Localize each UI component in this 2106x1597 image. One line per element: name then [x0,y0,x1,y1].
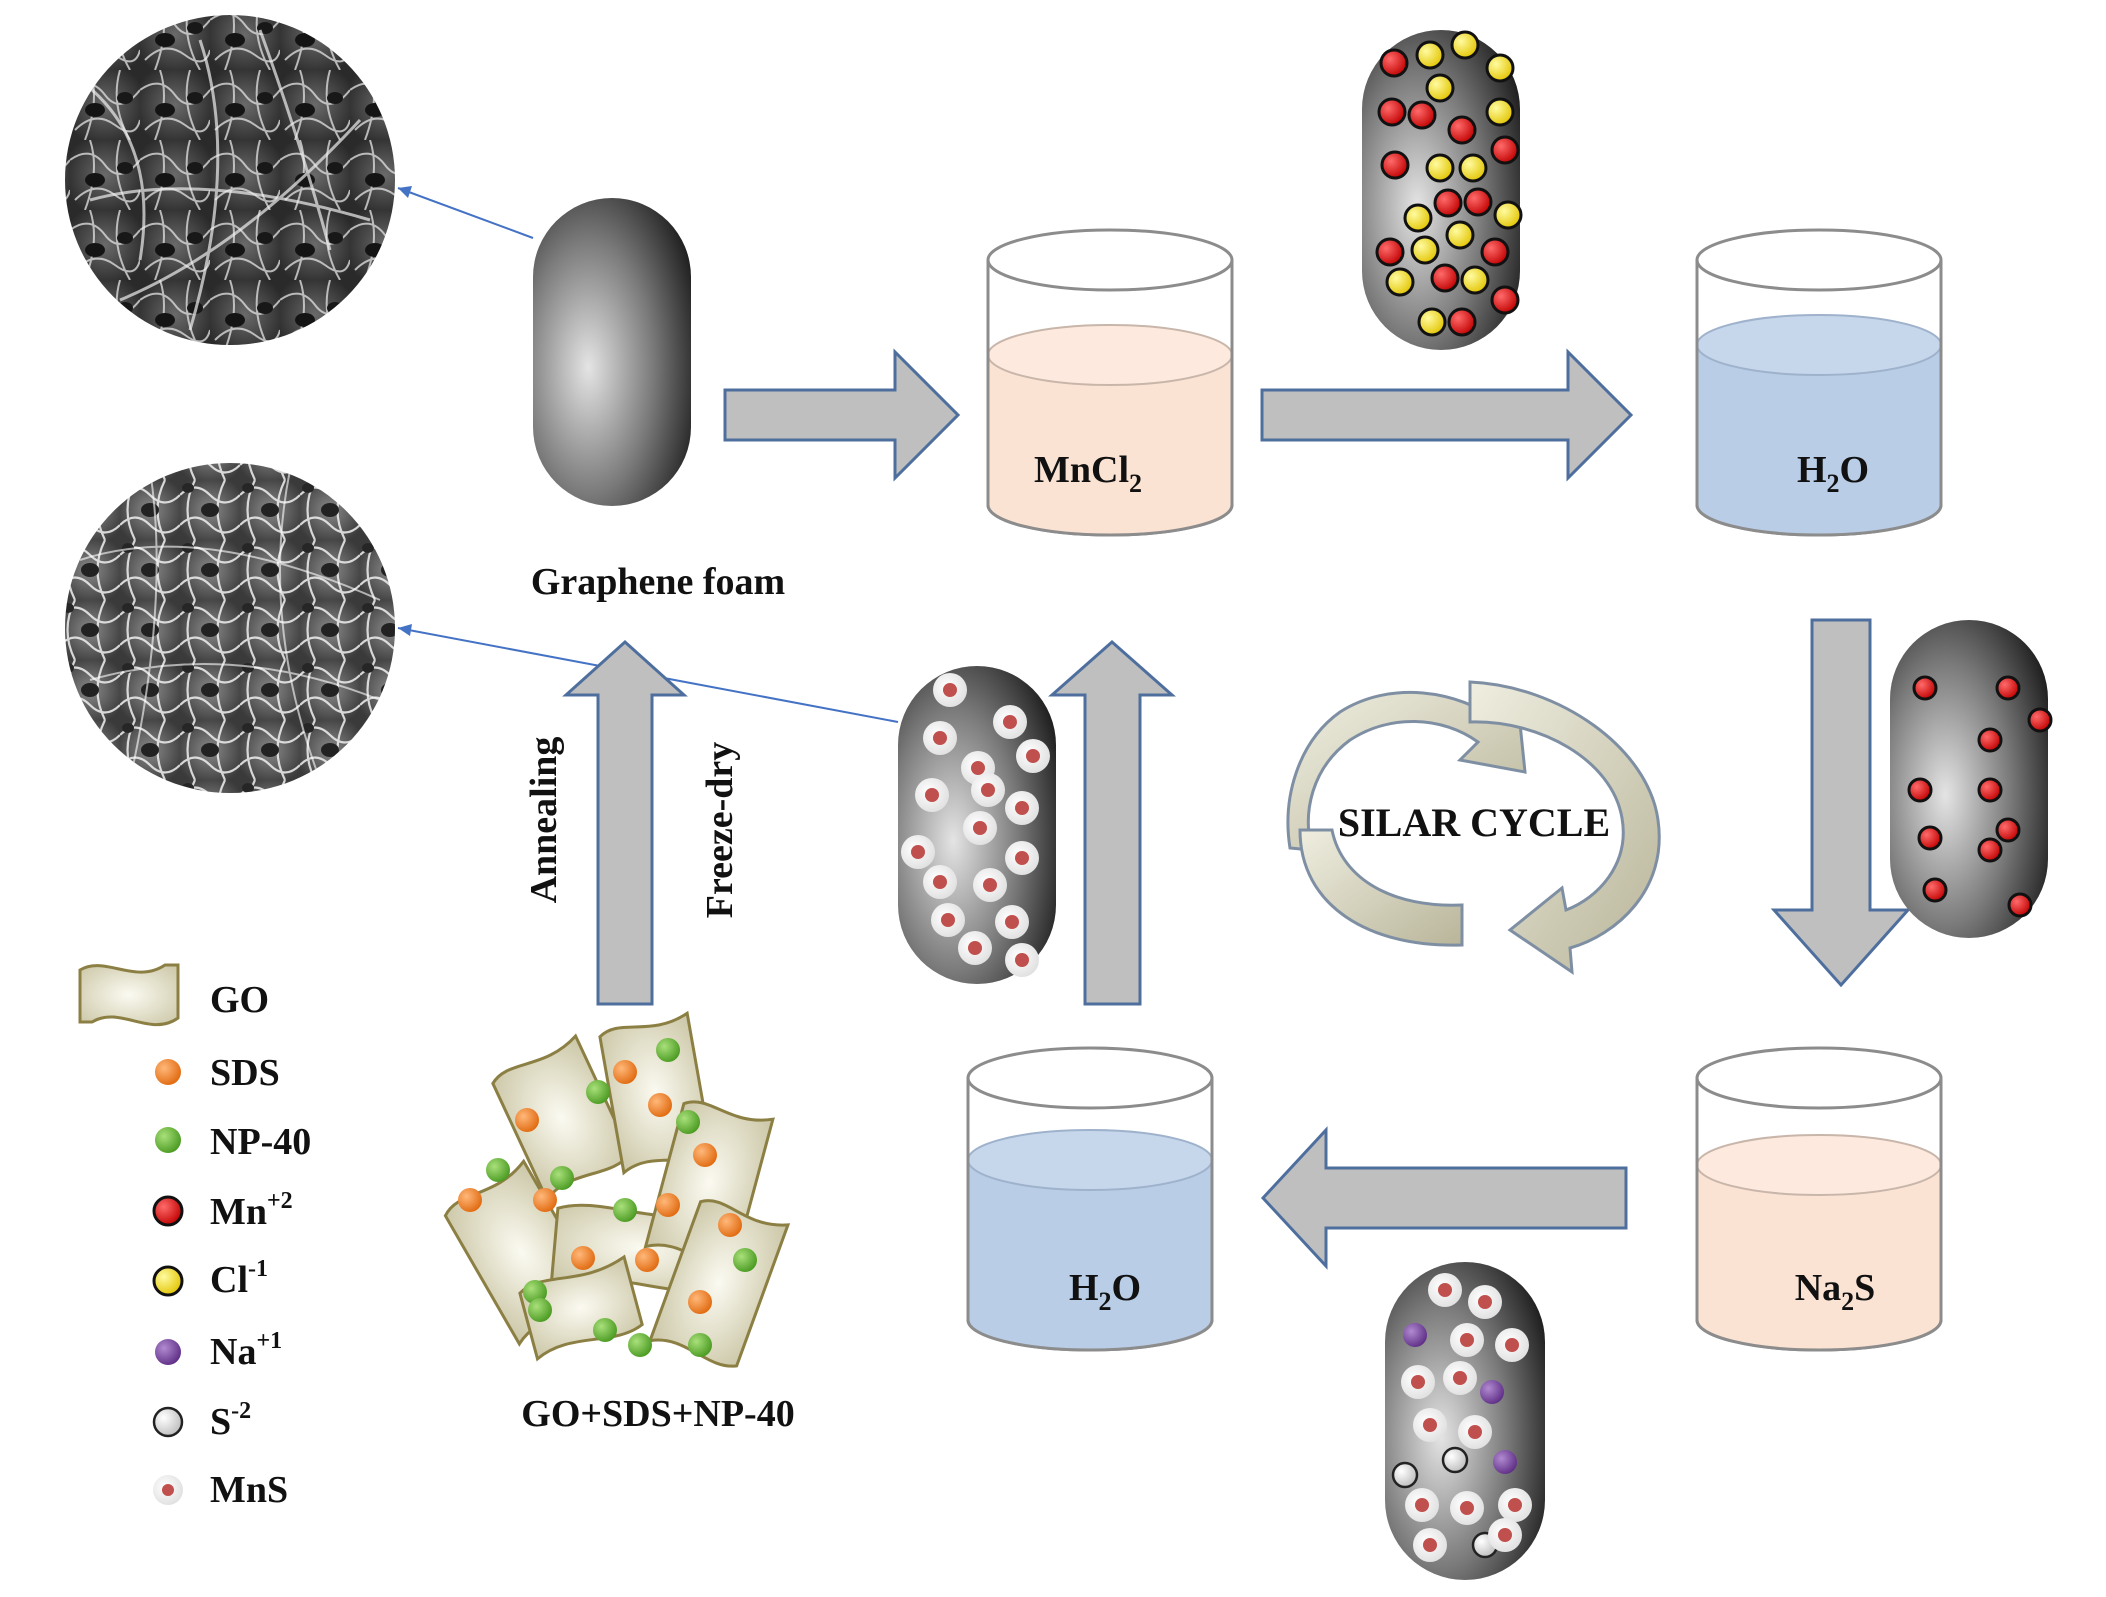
graphene-foam-label: Graphene foam [531,561,785,603]
foam-mn-ions [1907,675,2053,918]
arrow-to-h2o-bottom [1260,1126,1628,1270]
foam-mncl2-ions [1375,30,1523,337]
arrow-down-to-na2s [1770,618,1912,988]
legend-item-na: Na+1 [155,1328,282,1373]
foam-mn-adsorbed [1890,620,2048,938]
sem-image-top [65,15,395,345]
h2o-bottom-label: H2O [1069,1267,1141,1316]
arrow-up-from-h2o [1048,639,1176,1006]
legend-item-sds: SDS [155,1052,280,1094]
silar-cycle-arrows [1286,680,1661,976]
legend-label-np40: NP-40 [210,1121,311,1163]
legend-label-na: Na+1 [210,1328,282,1373]
beaker-h2o-top [1695,228,1943,537]
silar-cycle-label: SILAR CYCLE [1338,800,1610,845]
legend-label-mn: Mn+2 [210,1188,293,1233]
legend-item-mns: MnS [153,1469,288,1511]
freeze-dry-label: Freeze-dry [699,742,741,919]
legend-label-go: GO [210,979,269,1021]
go-sds-np40-mixture [443,1010,791,1368]
graphene-foam-pill [533,198,691,506]
legend: GO SDS NP-40 Mn+2 Cl-1 Na+1 S-2 [78,963,311,1511]
legend-item-mn: Mn+2 [152,1188,293,1233]
legend-label-cl: Cl-1 [210,1256,268,1301]
arrow-to-mncl2 [723,348,961,482]
sem-image-bottom [65,463,395,793]
legend-label-sds: SDS [210,1052,280,1094]
legend-item-cl: Cl-1 [152,1256,268,1301]
arrow-up-to-graphene [562,639,688,1006]
beaker-na2s [1695,1046,1943,1352]
beaker-mncl2 [986,228,1234,537]
beaker-h2o-bottom [966,1046,1214,1352]
arrow-to-h2o-top [1260,348,1634,482]
legend-label-s: S-2 [210,1398,251,1443]
pointer-line-top [397,187,534,239]
mncl2-label: MnCl2 [1034,449,1142,498]
annealing-label: Annealing [523,737,565,904]
legend-label-mns: MnS [210,1469,288,1511]
legend-item-go: GO [78,963,269,1027]
na2s-label: Na2S [1795,1267,1876,1316]
legend-item-s: S-2 [152,1398,251,1443]
legend-item-np40: NP-40 [155,1121,311,1163]
h2o-top-label: H2O [1797,449,1869,498]
foam-na2s-ions [1391,1273,1532,1562]
foam-mns-particles [901,673,1050,977]
mixture-label: GO+SDS+NP-40 [521,1393,794,1435]
